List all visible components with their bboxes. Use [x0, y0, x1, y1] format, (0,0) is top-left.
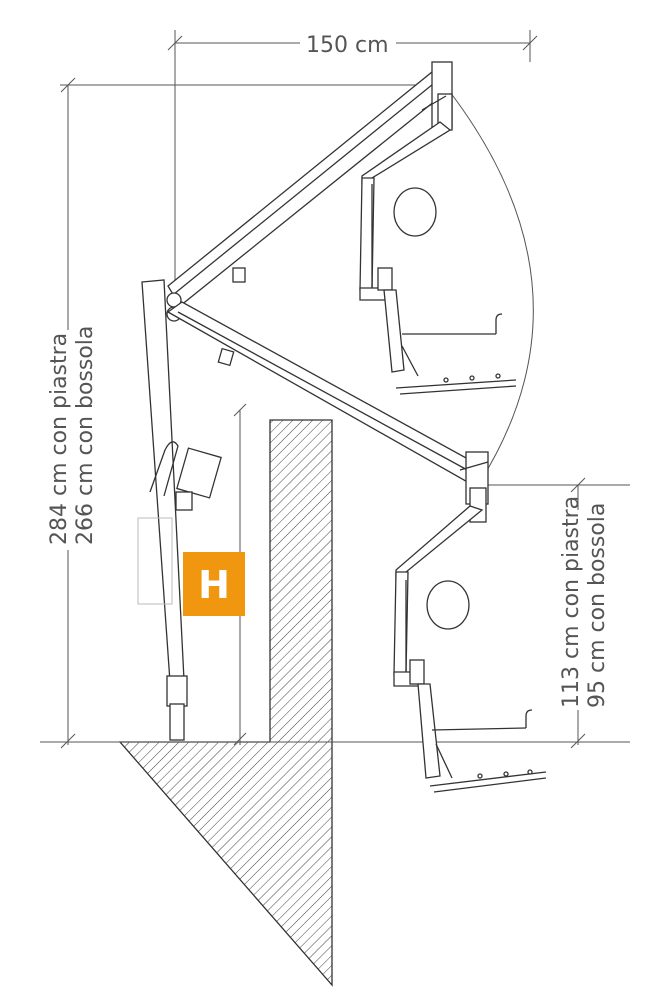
h-badge-background — [183, 552, 245, 616]
upper-arm — [166, 61, 453, 322]
ground-slab — [118, 419, 333, 987]
shower-disc-lower — [426, 580, 470, 630]
main-post — [137, 279, 188, 741]
dimension-labels: 150 cm 284 cm con piastra 266 cm con bos… — [46, 30, 610, 710]
lower-arm — [166, 301, 489, 523]
ground-wall-section — [118, 419, 333, 987]
height-plate-label: 284 cm con piastra — [47, 333, 72, 545]
height-socket-label: 266 cm con bossola — [73, 326, 98, 545]
shower-disc-upper — [393, 187, 437, 237]
base-socket-label: 95 cm con bossola — [585, 503, 610, 708]
gas-spring — [175, 347, 235, 511]
swing-arc — [449, 91, 534, 483]
shower-head-upper — [359, 121, 517, 395]
h-badge: H — [183, 552, 245, 616]
width-dimension-label: 150 cm — [306, 33, 389, 58]
h-badge-letter: H — [198, 563, 230, 607]
shower-head-lower — [393, 505, 547, 793]
base-plate-label: 113 cm con piastra — [559, 496, 584, 708]
